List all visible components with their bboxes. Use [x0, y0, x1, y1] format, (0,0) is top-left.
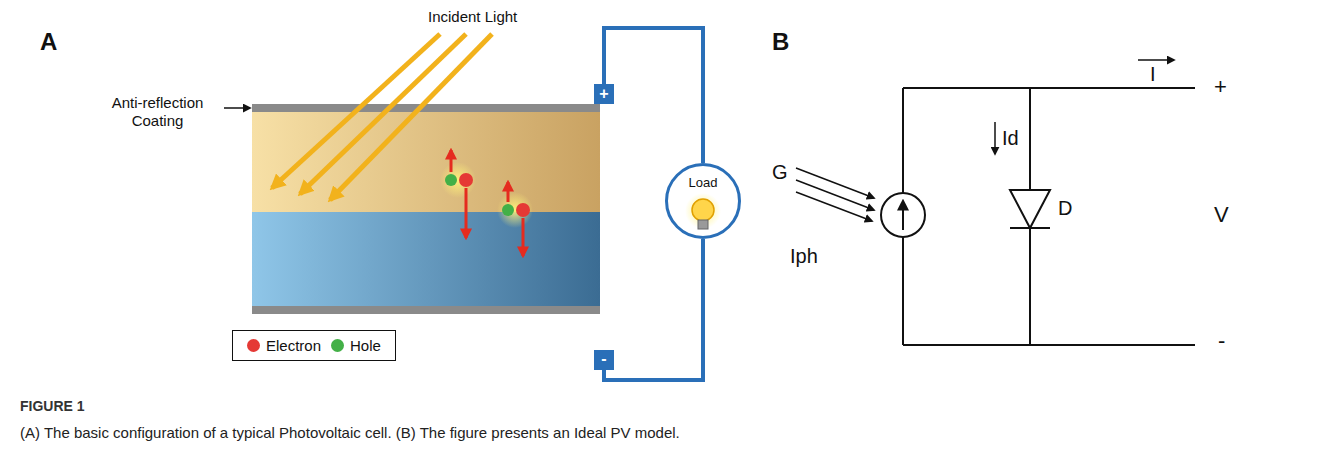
annotation: Id: [1002, 126, 1019, 150]
wire: [604, 239, 703, 380]
hole-dot: [445, 174, 457, 186]
panel-letter: B: [772, 28, 789, 57]
terminal-tab: [594, 84, 614, 104]
irradiance-arrow: [796, 192, 872, 221]
legend-item: Hole: [331, 337, 381, 354]
diode-symbol: [1010, 190, 1050, 228]
annotation: Iph: [790, 244, 818, 268]
legend-text: Hole: [350, 337, 381, 354]
hole-arrow: [450, 150, 453, 172]
bulb-base: [698, 220, 708, 229]
annotation: -: [1218, 328, 1225, 354]
light-ray: [300, 34, 466, 194]
bulb-glow: [685, 193, 721, 229]
electron-arrow: [465, 188, 468, 238]
irradiance-arrow: [796, 180, 874, 210]
irradiance-arrow: [796, 168, 874, 198]
annotation: Incident Light: [428, 8, 517, 26]
source-arrow: [902, 201, 904, 230]
annotation: D: [1058, 196, 1072, 220]
terminal-tab: [594, 350, 614, 370]
annotation: G: [772, 160, 788, 184]
legend-swatch: [331, 339, 344, 352]
hole-dot: [502, 204, 514, 216]
legend-box: Electron Hole: [232, 330, 396, 361]
annotation: I: [1150, 62, 1156, 86]
legend-item: Electron: [247, 337, 321, 354]
hole-arrow: [507, 182, 510, 202]
back-contact: [252, 306, 600, 314]
annotation: +: [1214, 74, 1227, 100]
leader-arrow: [224, 107, 250, 109]
current-arrow: [994, 122, 996, 154]
node-label: Load: [668, 166, 738, 190]
annotation: -: [594, 350, 614, 368]
electron-dot: [516, 203, 530, 217]
light-ray: [330, 34, 492, 200]
figure-title: FIGURE 1: [20, 398, 85, 415]
current-arrow: [1138, 59, 1174, 61]
diode-bar: [1010, 227, 1050, 229]
annotation: +: [594, 84, 614, 104]
annotation: Anti-reflection Coating: [95, 94, 220, 130]
panel-letter: A: [40, 28, 57, 57]
electron-dot: [459, 173, 473, 187]
legend-swatch: [247, 339, 260, 352]
pair-glow: [497, 192, 533, 228]
p-layer: [252, 212, 600, 306]
pair-glow: [440, 162, 476, 198]
annotation: V: [1214, 202, 1229, 228]
current-source-symbol: [881, 193, 925, 237]
n-layer: [252, 112, 600, 212]
electron-arrow: [522, 218, 525, 256]
bulb-symbol: [692, 199, 714, 221]
legend-text: Electron: [266, 337, 321, 354]
circuit-wire: [903, 88, 1195, 345]
wire: [604, 28, 703, 163]
figure-caption: (A) The basic configuration of a typical…: [20, 424, 680, 442]
load-circle: Load: [665, 163, 741, 239]
